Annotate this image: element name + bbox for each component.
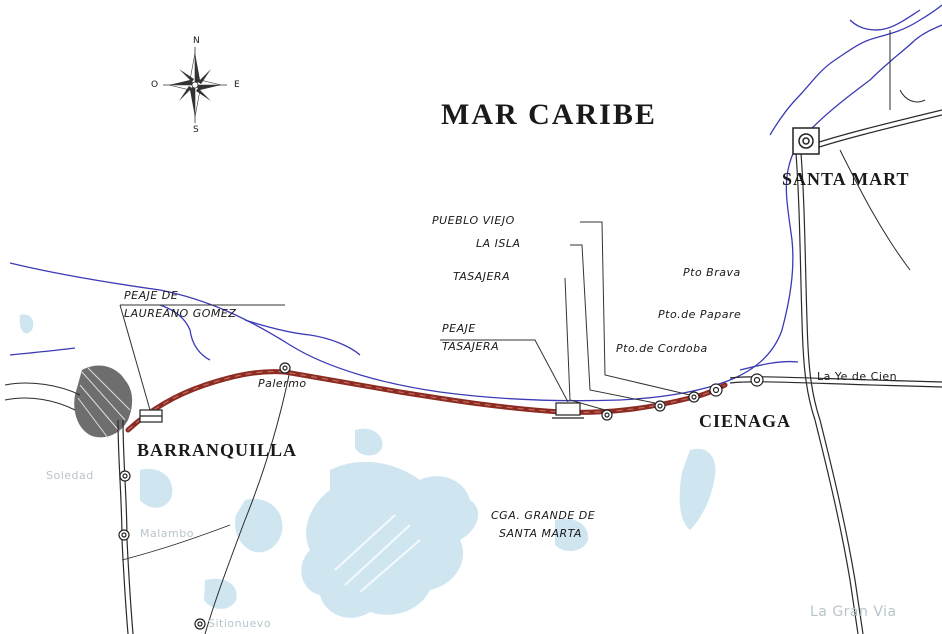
town-markers <box>118 362 764 630</box>
city-cienaga-label: CIENAGA <box>699 411 792 431</box>
place-pto-cordoba-label: Pto.de Cordoba <box>616 342 708 355</box>
lagoon-name-line2: SANTA MARTA <box>499 527 582 540</box>
compass-rose-icon <box>163 47 227 123</box>
road-network <box>4 30 942 634</box>
coastline <box>9 4 942 402</box>
callout-peaje-tasajera-line2: TASAJERA <box>442 340 500 353</box>
compass-west-label: O <box>151 80 159 90</box>
place-pto-brava-label: Pto Brava <box>683 266 741 279</box>
callout-leaders <box>119 221 691 411</box>
main-route <box>125 369 728 433</box>
compass-south-label: S <box>193 125 200 135</box>
compass-north-label: N <box>193 36 201 46</box>
toll-booth-tasajera <box>552 402 584 419</box>
santa-marta-marker <box>792 127 820 155</box>
callout-tasajera: TASAJERA <box>453 270 511 283</box>
place-soledad-label: Soledad <box>46 469 94 482</box>
place-pto-papare-label: Pto.de Papare <box>658 308 742 321</box>
lagoon-streaks <box>334 514 421 593</box>
barranquilla-urban-area <box>74 365 133 439</box>
lagoon-name-line1: CGA. GRANDE DE <box>491 509 596 522</box>
cienaga-grande-water <box>19 314 716 618</box>
callout-peaje-laureano-line2: LAUREANO GOMEZ <box>124 307 237 320</box>
toll-booth-laureano <box>139 409 163 423</box>
place-malambo-label: Malambo <box>140 527 194 540</box>
place-sitionuevo-label: Sitionuevo <box>208 617 272 630</box>
callout-la-isla: LA ISLA <box>476 237 521 250</box>
sea-name-label: MAR CARIBE <box>441 98 657 131</box>
callout-pueblo-viejo: PUEBLO VIEJO <box>432 214 515 227</box>
city-barranquilla-label: BARRANQUILLA <box>137 440 298 460</box>
city-santa-marta-label: SANTA MART <box>782 169 910 189</box>
place-palermo-label: Palermo <box>258 377 307 390</box>
callout-peaje-laureano-line1: PEAJE DE <box>124 289 179 302</box>
callout-peaje-tasajera-line1: PEAJE <box>442 322 476 335</box>
compass-east-label: E <box>234 80 241 90</box>
place-gran-via-label: La Gran Via <box>810 604 897 620</box>
place-ye-cienaga-label: La Ye de Cien <box>817 370 898 383</box>
